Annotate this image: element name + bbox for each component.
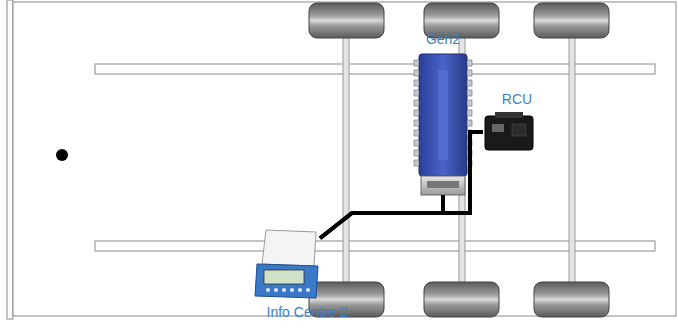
info-centre-device: Info Centre 2 xyxy=(255,228,320,300)
module-pin xyxy=(467,90,472,96)
module-pin xyxy=(467,70,472,76)
device-label: Gen2 xyxy=(426,31,460,47)
module-pin xyxy=(414,160,419,166)
module-pin xyxy=(414,70,419,76)
axles xyxy=(343,36,575,284)
module-pin xyxy=(414,100,419,106)
module-pin xyxy=(414,120,419,126)
module-pin xyxy=(467,110,472,116)
device-label: RCU xyxy=(502,91,532,107)
module-pin xyxy=(414,130,419,136)
info-centre-device xyxy=(255,230,318,298)
module-pin xyxy=(467,80,472,86)
module-pin xyxy=(467,60,472,66)
gen2-module xyxy=(414,54,472,195)
rcu-device: RCU xyxy=(483,112,535,152)
module-pin xyxy=(467,120,472,126)
bumper-bar xyxy=(7,0,13,319)
gen2-device: Gen2 xyxy=(417,52,469,195)
cable xyxy=(320,195,443,238)
module-pin xyxy=(467,100,472,106)
module-pin xyxy=(414,60,419,66)
wheels xyxy=(309,3,609,317)
cable xyxy=(320,132,483,238)
reference-dot xyxy=(56,149,68,161)
module-pin xyxy=(414,80,419,86)
module-pin xyxy=(414,110,419,116)
chassis-outline xyxy=(13,2,676,316)
rcu-unit xyxy=(485,112,533,150)
module-pin xyxy=(414,90,419,96)
module-pin xyxy=(414,140,419,146)
module-pin xyxy=(414,150,419,156)
device-label: Info Centre 2 xyxy=(267,304,348,320)
